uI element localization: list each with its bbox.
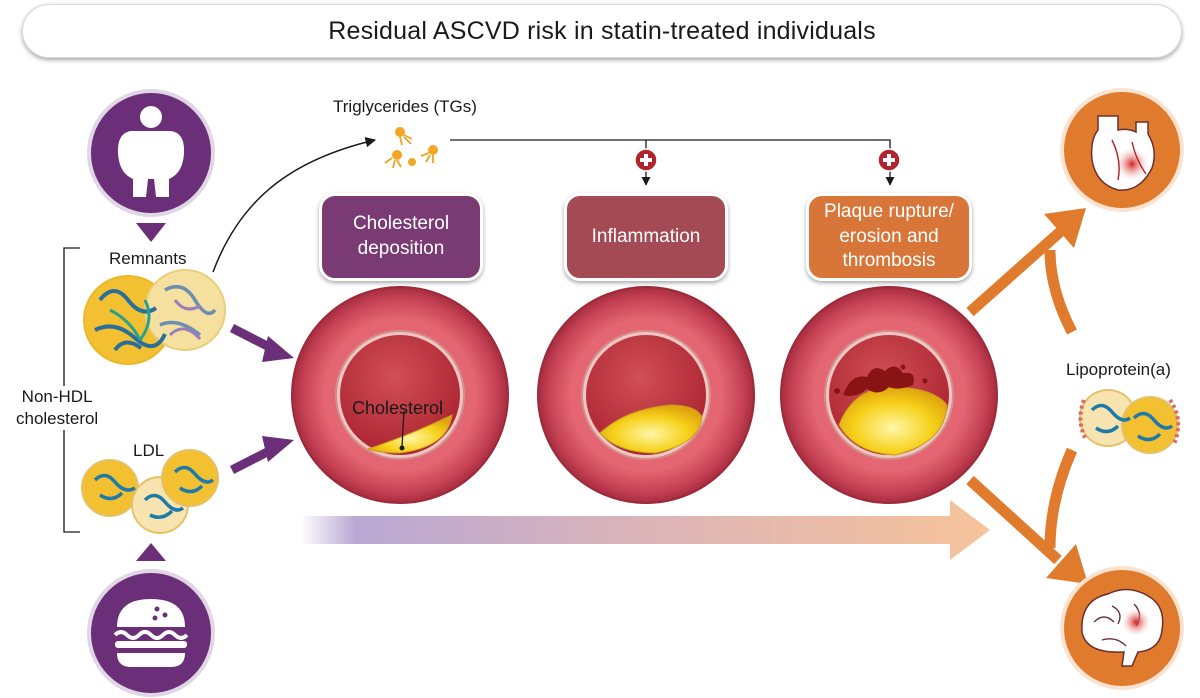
ldl-label: LDL bbox=[133, 441, 165, 460]
non-hdl-line2: cholesterol bbox=[16, 409, 99, 429]
obese-person-icon bbox=[87, 89, 215, 217]
triglyceride-molecules-icon bbox=[384, 127, 438, 169]
brain-icon bbox=[1060, 566, 1184, 690]
plus-icon bbox=[634, 148, 658, 172]
remnants-label: Remnants bbox=[109, 249, 187, 268]
ldl-particles-icon bbox=[81, 449, 219, 534]
remnants-particles-icon bbox=[83, 269, 226, 365]
arrow-to-heart bbox=[966, 208, 1086, 335]
lipoprotein-a-icon bbox=[1078, 389, 1181, 454]
stage-label: deposition bbox=[357, 238, 445, 259]
stage-label: erosion and bbox=[839, 225, 939, 247]
arrow-to-brain bbox=[966, 447, 1088, 584]
artery-cholesterol-deposition bbox=[291, 286, 509, 504]
non-hdl-label: Non-HDL cholesterol bbox=[16, 386, 99, 431]
non-hdl-line1: Non-HDL bbox=[21, 387, 93, 406]
page-title: Residual ASCVD risk in statin-treated in… bbox=[328, 16, 876, 45]
stage-plaque-rupture: Plaque rupture/ erosion and thrombosis bbox=[806, 193, 972, 281]
lipoprotein-a-label: Lipoprotein(a) bbox=[1066, 360, 1171, 379]
artery-inflammation bbox=[537, 286, 755, 504]
down-triangle bbox=[136, 223, 166, 242]
heart-icon bbox=[1060, 88, 1184, 212]
artery-plaque-rupture bbox=[780, 286, 998, 504]
stage-label: Inflammation bbox=[591, 225, 701, 247]
tg-connector-line bbox=[450, 139, 895, 186]
progression-arrow bbox=[300, 500, 990, 560]
ldl-to-artery-arrow bbox=[229, 436, 294, 475]
burger-icon bbox=[87, 569, 215, 697]
plus-icon bbox=[877, 148, 901, 172]
remnants-to-tg-arrow bbox=[212, 137, 377, 273]
title-banner: Residual ASCVD risk in statin-treated in… bbox=[22, 4, 1182, 58]
cholesterol-label: Cholesterol bbox=[352, 398, 444, 418]
stage-label: Cholesterol bbox=[352, 213, 450, 235]
remnants-to-artery-arrow bbox=[229, 323, 294, 362]
stage-label: thrombosis bbox=[842, 250, 936, 272]
stage-cholesterol-deposition: Cholesterol deposition bbox=[319, 193, 483, 281]
stage-inflammation: Inflammation bbox=[564, 193, 728, 281]
stage-label: Plaque rupture/ bbox=[824, 200, 954, 222]
triglycerides-label: Triglycerides (TGs) bbox=[333, 97, 477, 116]
up-triangle bbox=[136, 543, 166, 561]
